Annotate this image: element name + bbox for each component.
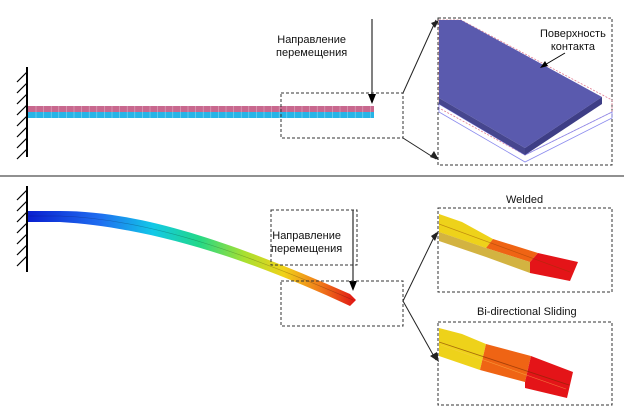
deflected-beam xyxy=(28,211,356,306)
contact-surface-label-line1: Поверхность xyxy=(540,28,606,40)
sliding-detail-box xyxy=(437,321,613,406)
top-wall-support xyxy=(16,67,28,160)
beam-upper-layer xyxy=(28,106,374,112)
top-motion-label-line2: перемещения xyxy=(276,47,348,59)
sliding-label: Bi-directional Sliding xyxy=(477,306,577,318)
top-zoom-source-box xyxy=(280,92,404,139)
welded-label: Welded xyxy=(506,194,544,206)
top-zoom-connectors xyxy=(402,19,439,160)
bottom-motion-arrow xyxy=(349,210,357,291)
contact-surface-label-line2: контакта xyxy=(550,41,595,53)
bottom-zoom-connectors xyxy=(402,231,439,362)
welded-beam-detail xyxy=(438,214,578,281)
contact-plate xyxy=(439,20,602,148)
top-straight-beam xyxy=(28,106,374,118)
contact-surface-label: Поверхность контакта xyxy=(540,28,606,54)
welded-detail-box xyxy=(437,207,613,293)
bottom-motion-label-line2: перемещения xyxy=(271,243,343,255)
top-motion-arrow xyxy=(368,19,376,104)
bottom-motion-label: Направление перемещения xyxy=(271,230,342,256)
bottom-motion-label-line1: Направление xyxy=(272,230,341,242)
contact-surface-detail xyxy=(438,19,613,163)
bottom-motion-box xyxy=(270,209,358,266)
contact-label-arrow xyxy=(540,52,566,68)
top-motion-label-line1: Направление xyxy=(277,34,346,46)
beam-lower-layer xyxy=(28,112,374,118)
top-motion-label: Направление перемещения xyxy=(276,34,347,60)
bottom-zoom-source-box xyxy=(280,280,404,327)
bottom-wall-support xyxy=(16,186,28,272)
sliding-beam-detail xyxy=(438,328,573,398)
top-zoom-detail-box xyxy=(437,17,613,166)
